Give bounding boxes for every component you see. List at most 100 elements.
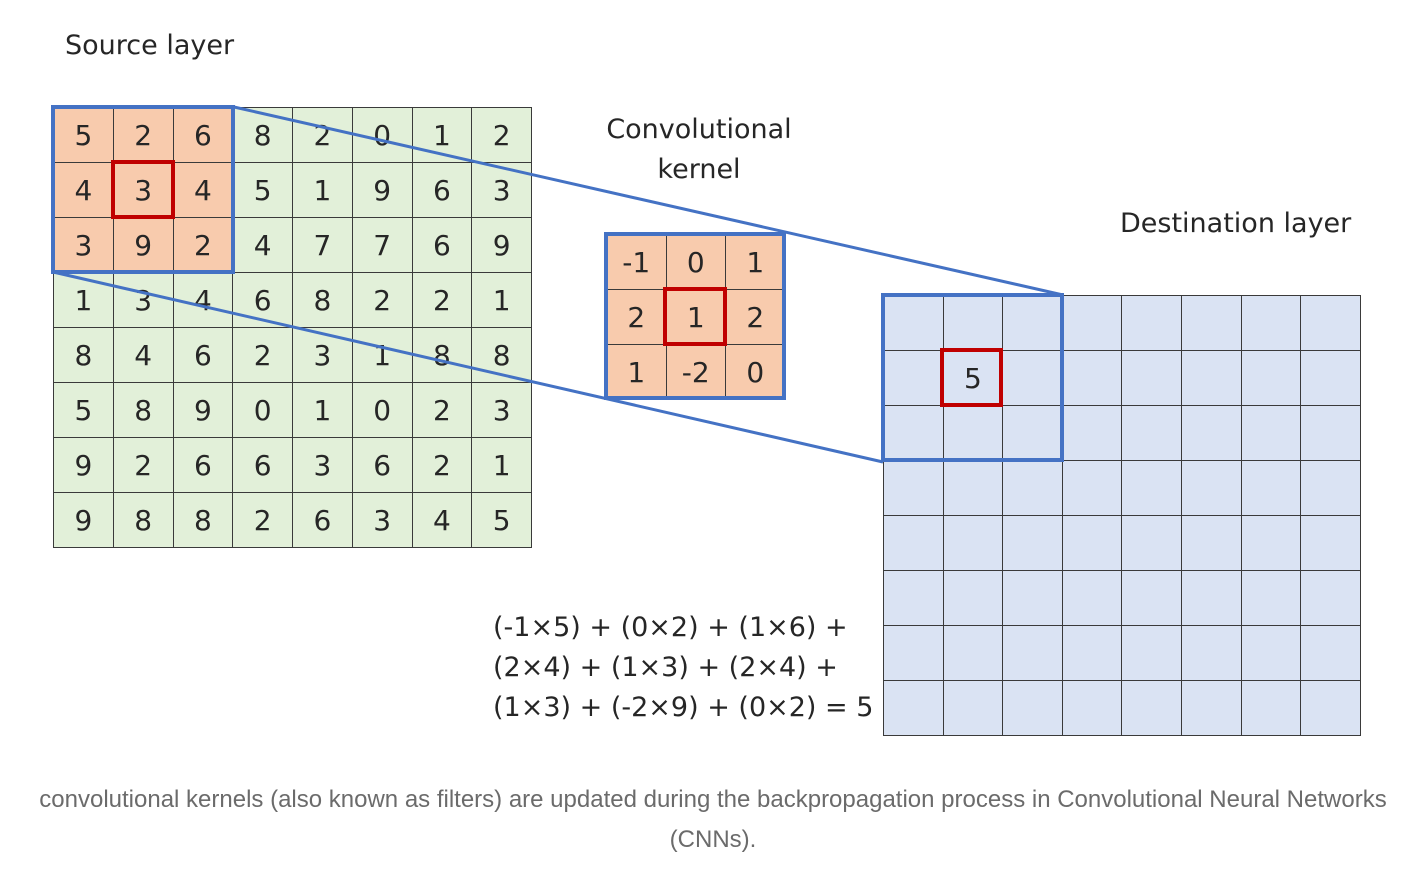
- source-cell: 8: [53, 327, 114, 383]
- destination-cell: [1240, 570, 1302, 626]
- destination-cell: [1121, 680, 1182, 736]
- source-cell: 9: [112, 217, 174, 273]
- destination-cell: [1240, 625, 1302, 681]
- destination-cell: [1002, 680, 1063, 736]
- destination-cell: [883, 625, 944, 681]
- source-cell: 2: [471, 107, 532, 163]
- destination-cell: [1240, 295, 1302, 351]
- destination-cell: [1240, 460, 1302, 516]
- source-cell: 3: [112, 272, 174, 328]
- destination-cell: [1300, 680, 1361, 736]
- source-cell: 6: [172, 107, 234, 163]
- source-cell: 8: [292, 272, 353, 328]
- kernel-title: Convolutional kernel: [606, 114, 792, 185]
- destination-cell: [942, 625, 1004, 681]
- destination-cell: [1300, 405, 1361, 461]
- destination-cell: [1180, 680, 1242, 736]
- destination-cell: [1121, 570, 1182, 626]
- destination-cell: [1002, 515, 1063, 571]
- destination-cell: [1061, 460, 1123, 516]
- destination-cell: [942, 460, 1004, 516]
- destination-cell: [942, 680, 1004, 736]
- kernel-cell: 2: [606, 289, 667, 345]
- source-cell: 8: [172, 492, 234, 548]
- projection-line-top-left: [233, 105, 1064, 297]
- source-cell: 8: [411, 327, 473, 383]
- source-cell: 8: [112, 382, 174, 438]
- source-cell: 4: [411, 492, 473, 548]
- source-cell: 7: [292, 217, 353, 273]
- destination-cell: [883, 570, 944, 626]
- source-cell: 4: [232, 217, 293, 273]
- destination-cell: [1180, 405, 1242, 461]
- source-cell: 2: [232, 492, 293, 548]
- destination-cell: [1240, 680, 1302, 736]
- source-cell: 2: [232, 327, 293, 383]
- source-cell: 0: [351, 382, 413, 438]
- source-cell: 1: [53, 272, 114, 328]
- destination-cell: [883, 515, 944, 571]
- source-cell: 6: [292, 492, 353, 548]
- source-cell: 1: [351, 327, 413, 383]
- destination-cell: [1061, 625, 1123, 681]
- destination-layer-grid: 5: [883, 295, 1361, 736]
- source-cell: 3: [53, 217, 114, 273]
- destination-cell: [1180, 460, 1242, 516]
- kernel-cell: -1: [606, 234, 667, 290]
- destination-cell: [1061, 680, 1123, 736]
- destination-cell: [1121, 295, 1182, 351]
- source-cell: 1: [292, 162, 353, 218]
- destination-cell: [1002, 350, 1063, 406]
- destination-cell: [1061, 350, 1123, 406]
- source-cell: 9: [351, 162, 413, 218]
- source-cell: 2: [292, 107, 353, 163]
- source-cell: 2: [411, 382, 473, 438]
- source-cell: 1: [471, 437, 532, 493]
- source-cell: 3: [292, 437, 353, 493]
- source-cell: 0: [232, 382, 293, 438]
- kernel-cell: 1: [606, 344, 667, 400]
- destination-cell: [1002, 460, 1063, 516]
- source-cell: 6: [172, 437, 234, 493]
- source-cell: 4: [172, 272, 234, 328]
- destination-layer-title: Destination layer: [1120, 208, 1352, 239]
- destination-cell: [1180, 515, 1242, 571]
- source-cell: 3: [471, 382, 532, 438]
- destination-cell: [1002, 295, 1063, 351]
- destination-cell: [1300, 460, 1361, 516]
- destination-cell: [883, 460, 944, 516]
- kernel-cell: 1: [665, 289, 726, 345]
- source-cell: 2: [411, 272, 473, 328]
- destination-cell: [1240, 350, 1302, 406]
- source-cell: 2: [172, 217, 234, 273]
- formula-line: (2×4) + (1×3) + (2×4) +: [493, 652, 838, 683]
- destination-result-cell: 5: [942, 350, 1004, 406]
- destination-cell: [942, 515, 1004, 571]
- source-cell: 5: [471, 492, 532, 548]
- destination-cell: [1300, 350, 1361, 406]
- computation-formula: (-1×5) + (0×2) + (1×6) + (2×4) + (1×3) +…: [493, 608, 873, 728]
- destination-cell: [1300, 515, 1361, 571]
- source-cell: 2: [411, 437, 473, 493]
- destination-cell: [1121, 625, 1182, 681]
- formula-line: (-1×5) + (0×2) + (1×6) +: [493, 612, 848, 643]
- source-cell: 1: [292, 382, 353, 438]
- source-cell: 5: [232, 162, 293, 218]
- source-cell: 9: [53, 492, 114, 548]
- destination-cell: [1180, 350, 1242, 406]
- destination-cell: [1180, 295, 1242, 351]
- source-layer-title: Source layer: [65, 30, 235, 61]
- formula-line: (1×3) + (-2×9) + (0×2) = 5: [493, 692, 874, 723]
- projection-line-bottom-left: [52, 270, 884, 464]
- destination-cell: [883, 680, 944, 736]
- source-cell: 8: [232, 107, 293, 163]
- destination-cell: [1180, 570, 1242, 626]
- destination-cell: [1002, 570, 1063, 626]
- source-cell: 8: [112, 492, 174, 548]
- destination-cell: [1300, 570, 1361, 626]
- source-cell: 6: [351, 437, 413, 493]
- destination-cell: [942, 570, 1004, 626]
- figure-caption: convolutional kernels (also known as fil…: [39, 786, 1387, 853]
